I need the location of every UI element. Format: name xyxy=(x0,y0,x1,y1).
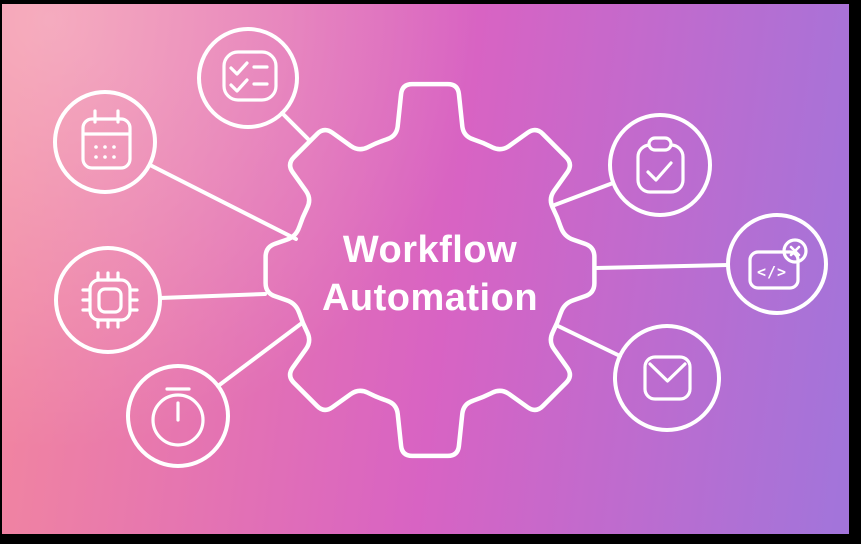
calendar-icon xyxy=(81,109,132,170)
clipboard-check-icon xyxy=(636,136,685,194)
connector-clipboard xyxy=(550,181,615,208)
connector-chip xyxy=(158,292,267,300)
node-code-error: </> xyxy=(726,213,828,315)
calendar-dots xyxy=(94,145,116,159)
code-node-circle xyxy=(726,213,828,315)
chip-node-circle xyxy=(54,246,162,354)
node-clipboard-tasks xyxy=(608,113,712,217)
background-highlight xyxy=(2,4,849,534)
gear-outline xyxy=(263,81,597,459)
x-mark-icon xyxy=(789,245,801,257)
checklist-node-circle xyxy=(197,27,299,129)
gear-title-line1: Workflow xyxy=(343,229,517,271)
mail-icon xyxy=(643,355,692,401)
node-timer xyxy=(126,364,230,468)
clipboard-node-circle xyxy=(608,113,712,217)
gear-title: Workflow Automation xyxy=(322,229,538,319)
connector-stopwatch xyxy=(216,321,304,388)
connector-code xyxy=(594,263,730,270)
checklist-icon xyxy=(222,50,278,102)
node-task-checklist xyxy=(197,27,299,129)
chip-icon xyxy=(81,271,139,329)
code-symbol-text: </> xyxy=(757,263,787,281)
connector-calendar xyxy=(148,163,298,241)
gear-title-line2: Automation xyxy=(322,277,538,319)
connector-mail xyxy=(554,323,622,358)
mail-node-circle xyxy=(613,324,721,432)
node-processor-chip xyxy=(54,246,162,354)
code-error-icon: </> xyxy=(748,238,808,290)
node-calendar-schedule xyxy=(53,90,157,194)
node-email xyxy=(613,324,721,432)
error-badge-circle xyxy=(782,238,808,264)
stopwatch-icon xyxy=(151,387,205,447)
calendar-node-circle xyxy=(53,90,157,194)
stopwatch-node-circle xyxy=(126,364,230,468)
connector-lines xyxy=(148,111,730,388)
connector-checklist xyxy=(280,111,312,143)
